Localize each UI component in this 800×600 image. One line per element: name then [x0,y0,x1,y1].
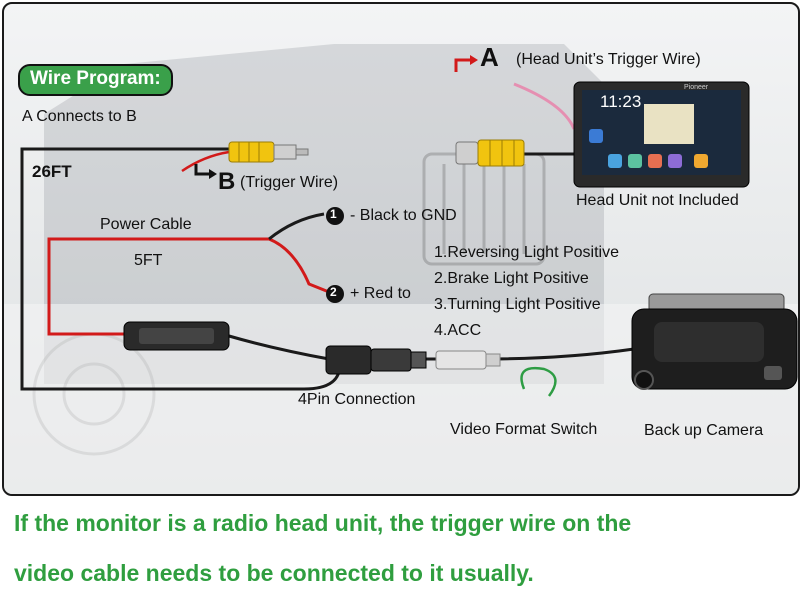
video-format-switch-label: Video Format Switch [450,421,598,438]
video-cable-26ft [20,147,341,391]
pin-connection-label: 4Pin Connection [298,391,416,408]
harness-cable [228,334,330,361]
black-gnd-label: - Black to GND [350,207,457,224]
diagram-panel: Wire Program: A Connects to B 26FT 5FT A… [2,2,800,496]
power-cable-red [47,237,335,336]
arrow-b-icon [194,164,212,176]
wire-program-badge: Wire Program: [18,64,173,96]
arrow-a-icon [454,58,474,72]
backup-camera [631,293,798,390]
relay-box [123,321,230,351]
video-format-switch-wire [520,366,557,397]
cable-length-26ft: 26FT [32,162,72,181]
red-option-4: 4.ACC [434,322,482,339]
gnd-cable-black [268,212,325,241]
label-b-desc: (Trigger Wire) [240,174,339,191]
label-a: A [480,42,499,72]
head-unit-device [573,81,750,188]
wiring-diagram [20,55,798,397]
number-circle-1 [326,207,344,225]
trigger-wire-pink [513,82,576,130]
footer-line-1: If the monitor is a radio head unit, the… [14,510,632,536]
head-unit-time: 11:23 [600,92,642,111]
trigger-wire-red [181,150,230,173]
label-b: B [218,168,236,195]
connect-note: A Connects to B [22,108,137,125]
red-option-3: 3.Turning Light Positive [434,296,601,313]
head-unit-note: Head Unit not Included [576,192,739,209]
rca-connector-head-unit [455,139,525,167]
badge-number-2: 2 [330,285,337,299]
red-option-1: 1.Reversing Light Positive [434,244,619,261]
head-unit-brand: Pioneer [684,84,709,91]
backup-camera-label: Back up Camera [644,422,764,439]
badge-number-1: 1 [330,207,337,221]
label-a-desc: (Head Unit’s Trigger Wire) [516,51,701,68]
four-pin-connector [325,345,501,375]
cable-length-5ft: 5FT [134,252,163,269]
footer-line-2: video cable needs to be connected to it … [14,560,534,586]
power-cable-label: Power Cable [100,216,192,233]
red-option-2: 2.Brake Light Positive [434,270,589,287]
number-circle-2 [326,285,344,303]
red-to-label: + Red to [350,285,411,302]
rca-connector-b [228,141,309,163]
